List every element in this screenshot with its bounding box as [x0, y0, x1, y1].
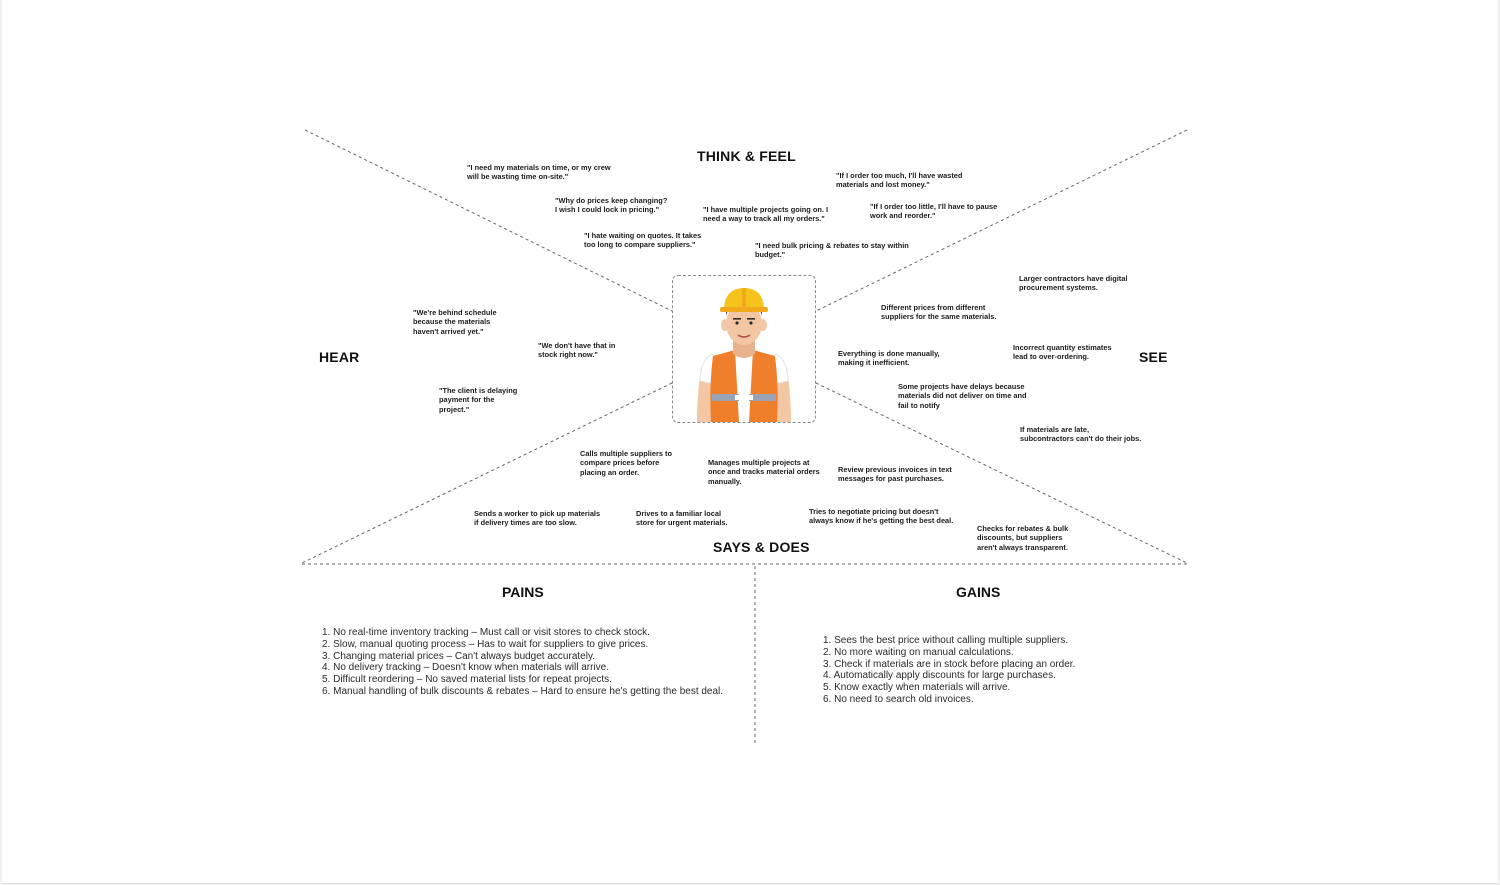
gains-title: GAINS: [956, 584, 1000, 600]
pains-list-item: 5. Difficult reordering – No saved mater…: [322, 674, 723, 686]
think-feel-note: "I hate waiting on quotes. It takes too …: [584, 231, 701, 250]
says-does-note: Calls multiple suppliers to compare pric…: [580, 449, 672, 477]
says-does-note: Checks for rebates & bulk discounts, but…: [977, 524, 1068, 552]
gains-list: 1. Sees the best price without calling m…: [823, 635, 1075, 706]
construction-worker-icon: [673, 276, 815, 422]
think-feel-note: "I need my materials on time, or my crew…: [467, 163, 611, 182]
pains-list-item: 1. No real-time inventory tracking – Mus…: [322, 627, 723, 639]
think-feel-heading: THINK & FEEL: [697, 148, 796, 164]
see-heading: SEE: [1139, 349, 1168, 365]
hear-note: "The client is delaying payment for the …: [439, 386, 517, 414]
gains-list-item: 4. Automatically apply discounts for lar…: [823, 670, 1075, 682]
diagonal-top-left: [305, 130, 672, 311]
think-feel-note: "If I order too little, I'll have to pau…: [870, 202, 997, 221]
see-note: Some projects have delays because materi…: [898, 382, 1027, 410]
think-feel-note: "I have multiple projects going on. I ne…: [703, 205, 828, 224]
says-does-note: Manages multiple projects at once and tr…: [708, 458, 820, 486]
think-feel-note: "Why do prices keep changing? I wish I c…: [555, 196, 667, 215]
gains-list-item: 3. Check if materials are in stock befor…: [823, 659, 1075, 671]
gains-list-item: 1. Sees the best price without calling m…: [823, 635, 1075, 647]
see-note: Incorrect quantity estimates lead to ove…: [1013, 343, 1112, 362]
see-note: Larger contractors have digital procurem…: [1019, 274, 1127, 293]
says-does-note: Tries to negotiate pricing but doesn't a…: [809, 507, 953, 526]
pains-title: PAINS: [502, 584, 544, 600]
gains-list-item: 2. No more waiting on manual calculation…: [823, 647, 1075, 659]
think-feel-note: "If I order too much, I'll have wasted m…: [836, 171, 962, 190]
says-does-heading: SAYS & DOES: [713, 539, 810, 555]
says-does-note: Sends a worker to pick up materials if d…: [474, 509, 600, 528]
persona-card: [672, 275, 816, 423]
pains-list-item: 4. No delivery tracking – Doesn't know w…: [322, 662, 723, 674]
pains-list-item: 2. Slow, manual quoting process – Has to…: [322, 639, 723, 651]
says-does-note: Review previous invoices in text message…: [838, 465, 952, 484]
see-note: If materials are late, subcontractors ca…: [1020, 425, 1141, 444]
gains-list-item: 5. Know exactly when materials will arri…: [823, 682, 1075, 694]
think-feel-note: "I need bulk pricing & rebates to stay w…: [755, 241, 909, 260]
gains-list-item: 6. No need to search old invoices.: [823, 694, 1075, 706]
pains-list: 1. No real-time inventory tracking – Mus…: [322, 627, 723, 698]
hear-note: "We're behind schedule because the mater…: [413, 308, 497, 336]
see-note: Different prices from different supplier…: [881, 303, 996, 322]
hear-heading: HEAR: [319, 349, 359, 365]
hear-note: "We don't have that in stock right now.": [538, 341, 615, 360]
pains-list-item: 6. Manual handling of bulk discounts & r…: [322, 686, 723, 698]
see-note: Everything is done manually, making it i…: [838, 349, 940, 368]
pains-list-item: 3. Changing material prices – Can't alwa…: [322, 651, 723, 663]
says-does-note: Drives to a familiar local store for urg…: [636, 509, 728, 528]
